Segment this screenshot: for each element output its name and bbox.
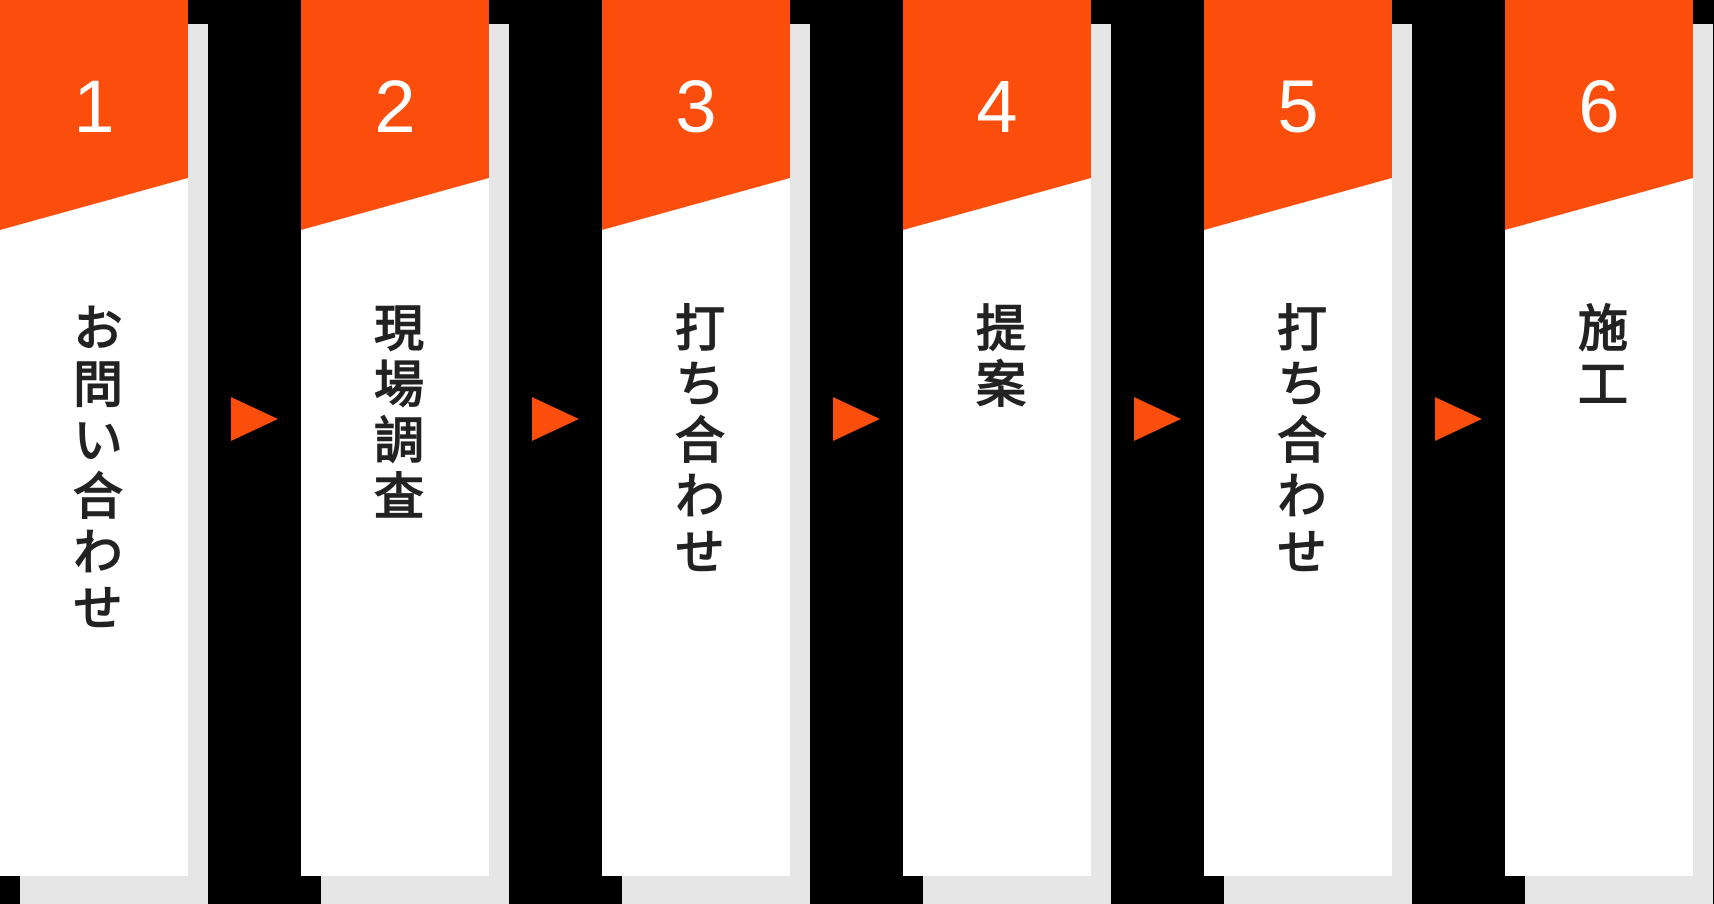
arrow-right-icon (1134, 397, 1181, 441)
step-number: 5 (1277, 65, 1319, 148)
step-label: お問い合わせ (66, 302, 122, 638)
arrow-right-icon (532, 397, 579, 441)
process-step: 2 現場調査 (301, 0, 579, 904)
step-label: 提案 (969, 302, 1025, 414)
step-label-wrap: 打ち合わせ (602, 302, 790, 582)
step-card: 3 打ち合わせ (602, 0, 790, 876)
step-number: 2 (374, 65, 416, 148)
step-label-wrap: 提案 (903, 302, 1091, 414)
step-label-wrap: 施工 (1505, 302, 1693, 414)
step-number: 4 (976, 65, 1018, 148)
arrow-right-icon (1435, 397, 1482, 441)
step-header: 6 (1505, 0, 1693, 230)
process-step: 6 施工 (1505, 0, 1713, 904)
step-label-wrap: 現場調査 (301, 302, 489, 526)
process-step: 5 打ち合わせ (1204, 0, 1482, 904)
step-number: 3 (675, 65, 717, 148)
step-label: 打ち合わせ (1270, 302, 1326, 582)
step-header: 4 (903, 0, 1091, 230)
step-label: 現場調査 (367, 302, 423, 526)
step-number: 1 (73, 65, 115, 148)
step-card: 4 提案 (903, 0, 1091, 876)
step-header: 5 (1204, 0, 1392, 230)
arrow-right-icon (231, 397, 278, 441)
process-step: 1 お問い合わせ (0, 0, 278, 904)
step-header: 2 (301, 0, 489, 230)
step-header: 3 (602, 0, 790, 230)
step-label-wrap: お問い合わせ (0, 302, 188, 638)
arrow-right-icon (833, 397, 880, 441)
step-card: 5 打ち合わせ (1204, 0, 1392, 876)
step-card: 1 お問い合わせ (0, 0, 188, 876)
process-step: 4 提案 (903, 0, 1181, 904)
step-label: 打ち合わせ (668, 302, 724, 582)
process-step: 3 打ち合わせ (602, 0, 880, 904)
step-label: 施工 (1571, 302, 1627, 414)
step-card: 6 施工 (1505, 0, 1693, 876)
step-header: 1 (0, 0, 188, 230)
step-number: 6 (1578, 65, 1620, 148)
step-card: 2 現場調査 (301, 0, 489, 876)
step-label-wrap: 打ち合わせ (1204, 302, 1392, 582)
